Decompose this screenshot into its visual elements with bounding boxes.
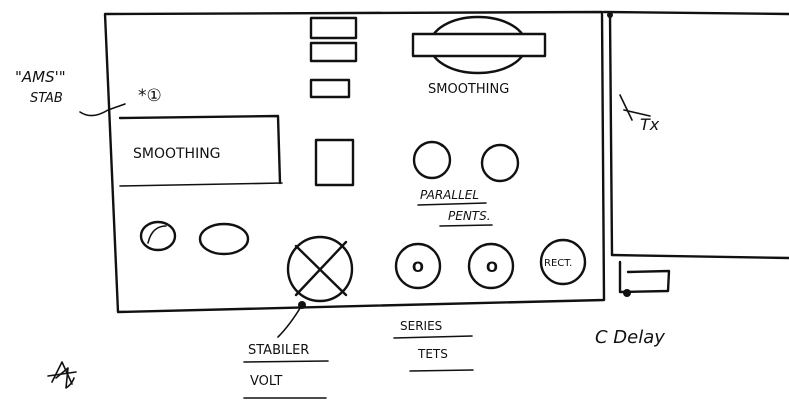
tx-panel [604,12,789,258]
parallel-label-line1: PARALLEL [420,188,479,202]
parallel-pents-tubes [414,142,518,181]
series-underline [394,336,472,338]
parallel-label-line2: PENTS. [448,209,491,223]
initials-doodle [48,362,76,388]
panel-divider [120,183,282,186]
ams-stab-leader [80,104,125,116]
stabiler-underline [244,361,328,362]
knob-mark-1: O [412,260,424,276]
parallel-underline [418,203,486,205]
ams-stab-label-line2: STAB [30,91,63,106]
ams-stab-marker: *① [138,86,162,106]
smoothing-capacitor-top [413,17,545,73]
stacked-rectangles [311,18,356,97]
delay-label: C Delay [595,327,665,348]
tx-label: Tx [640,115,660,134]
tets-underline [410,370,473,371]
volt-label: VOLT [250,374,282,389]
knob-mark-2: O [486,260,498,276]
rect-label: RECT. [544,258,572,269]
stabiliser-tube [278,237,352,337]
square-component [316,140,353,185]
delay-relay [620,262,669,297]
ams-stab-label-line1: "AMS'" [15,68,66,86]
series-label-line1: SERIES [400,319,442,333]
smoothing-left-label: SMOOTHING [133,146,221,162]
stabiler-label: STABILER [248,343,309,358]
series-label-line2: TETS [417,347,448,361]
pents-underline [440,225,492,226]
left-knobs [141,222,248,254]
smoothing-top-label: SMOOTHING [428,82,509,97]
